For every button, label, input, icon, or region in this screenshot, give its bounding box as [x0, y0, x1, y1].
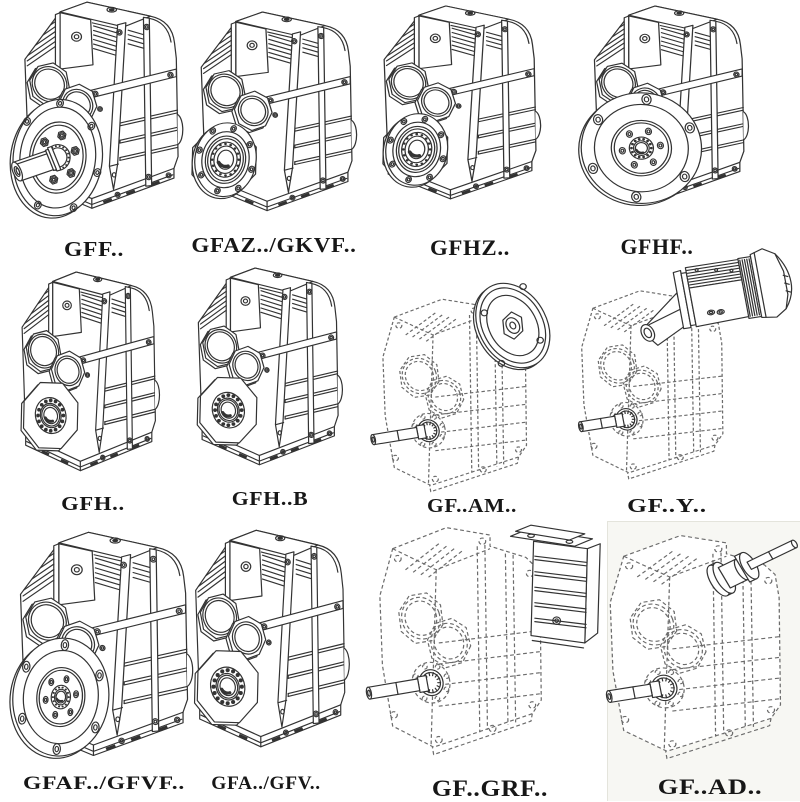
gearbox-body	[9, 1, 184, 219]
gearbox-drawing-gfa-gfv	[193, 529, 350, 748]
product-cell-gfh: GFH..	[17, 270, 161, 515]
gearbox-accessory	[605, 539, 798, 704]
gearbox-body-phantom	[379, 527, 542, 756]
product-label: GFH..	[61, 493, 125, 515]
gearbox-accessory	[370, 282, 551, 446]
gearbox-drawing-gfaf-gfvf	[9, 531, 194, 759]
gearbox-drawing-gfaz-gkvf	[191, 11, 358, 212]
gearbox-drawing-gfhf	[578, 5, 750, 206]
gearbox-drawing-gf-am	[370, 282, 551, 493]
product-label: GFHZ..	[429, 235, 511, 260]
gearbox-body	[196, 267, 344, 466]
gearbox-drawing-gf-y	[577, 248, 793, 480]
gearbox-body	[9, 531, 194, 759]
product-cell-gfaf-gfvf: GFAF../GFVF..	[9, 530, 194, 794]
gearbox-drawing-gfh	[20, 271, 161, 472]
product-label: GFHF..	[620, 234, 694, 259]
product-label: GFAZ../GKVF..	[191, 233, 357, 257]
product-label: GF..AD..	[657, 774, 763, 799]
product-label: GF..AM..	[427, 495, 517, 517]
gearbox-accessory	[365, 524, 601, 700]
product-cell-gf-grf: GF..GRF..	[344, 447, 613, 801]
gearbox-drawing-gf-ad	[605, 534, 798, 760]
product-cell-gfh-b: GFH..B	[193, 266, 344, 510]
gearbox-drawing-gfh-b	[196, 267, 344, 466]
product-label: GF..Y..	[627, 495, 707, 517]
gearbox-drawing-gfhz	[382, 5, 542, 200]
gearbox-body	[578, 5, 750, 206]
product-cell-gfhf: GFHF..	[578, 4, 750, 259]
product-label: GFH..B	[231, 488, 309, 510]
gearbox-body	[382, 5, 542, 200]
product-label: GFA../GFV..	[211, 773, 321, 794]
product-cell-gfa-gfv: GFA../GFV..	[190, 528, 351, 794]
product-label: GFF..	[64, 237, 124, 261]
gearbox-body	[191, 11, 358, 212]
gearbox-accessory	[577, 248, 793, 433]
product-cell-gff: GFF..	[9, 0, 184, 261]
product-cell-gf-y: GF..Y..	[566, 226, 800, 517]
gearbox-drawing-gf-grf	[365, 524, 601, 756]
product-cell-gfaz-gkvf: GFAZ../GKVF..	[191, 10, 358, 257]
product-cell-gf-am: GF..AM..	[351, 254, 551, 517]
product-cell-gfhz: GFHZ..	[376, 4, 542, 260]
product-label: GF..GRF..	[431, 776, 549, 801]
gearbox-drawing-gff	[9, 1, 184, 219]
product-cell-gf-ad: GF..AD..	[594, 488, 800, 799]
gearbox-body	[20, 271, 161, 472]
product-label: GFAF../GFVF..	[23, 773, 185, 794]
gearbox-body	[193, 529, 350, 748]
